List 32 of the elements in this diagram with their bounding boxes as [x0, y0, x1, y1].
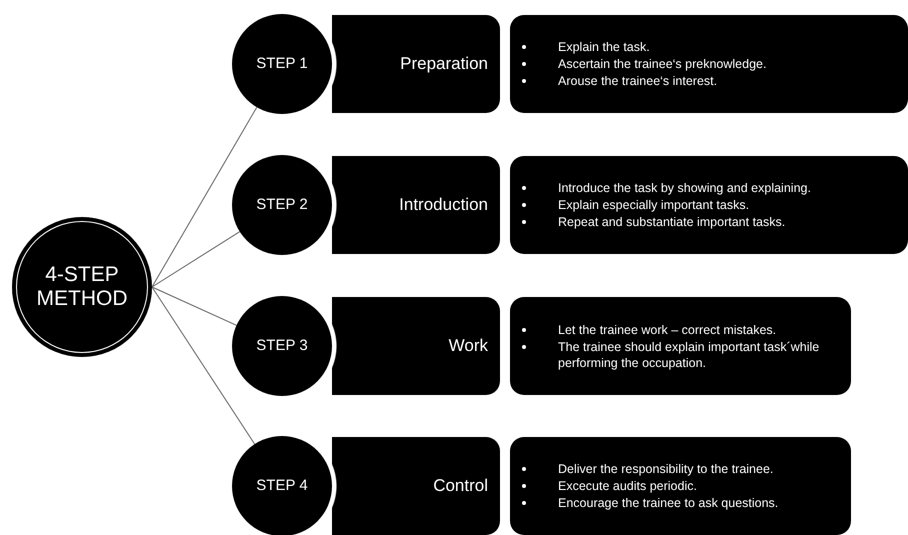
- step-title-bar: [332, 297, 500, 395]
- step-title-bar: [332, 437, 500, 535]
- description-box: [510, 297, 851, 395]
- step-number: STEP 4: [256, 476, 308, 496]
- description-box: [510, 437, 851, 535]
- step-title: Introduction: [399, 194, 488, 216]
- bullet-text: Explain the task.: [558, 39, 650, 55]
- connector-line: [152, 231, 240, 288]
- step-title-bar: [332, 15, 500, 113]
- bullet-text: Let the trainee work – correct mistakes.: [558, 322, 776, 338]
- bullet-text: Deliver the responsibility to the trainee.: [558, 461, 774, 477]
- step-number: STEP 2: [256, 194, 308, 215]
- bullet-text: Encourage the trainee to ask questions.: [558, 495, 778, 511]
- bullet-text: Excecute audits periodic.: [558, 478, 697, 494]
- bullet-text: Introduce the task by showing and explaining.: [558, 180, 811, 196]
- description-box: [510, 156, 908, 254]
- step-number: STEP 3: [256, 336, 308, 356]
- bullet-text: Explain especially important tasks.: [558, 197, 750, 213]
- bullet-text: Ascertain the trainee‘s preknowledge.: [558, 56, 766, 72]
- connector-line: [152, 286, 256, 445]
- connector-line: [152, 286, 237, 326]
- description-box: [510, 15, 908, 113]
- bullet-text: The trainee should explain important task´while performing the occupation.: [558, 338, 820, 370]
- step-title: Control: [433, 475, 488, 498]
- connector-line: [152, 106, 258, 288]
- bullet-text: Repeat and substantiate important tasks.: [558, 214, 786, 230]
- step-title: Work: [448, 335, 488, 358]
- step-number: STEP 1: [256, 54, 308, 74]
- bullet-text: Arouse the trainee‘s interest.: [558, 73, 718, 89]
- step-title: Preparation: [400, 53, 488, 76]
- method-title: 4-STEP METHOD: [36, 263, 128, 311]
- step-title-bar: [332, 156, 500, 254]
